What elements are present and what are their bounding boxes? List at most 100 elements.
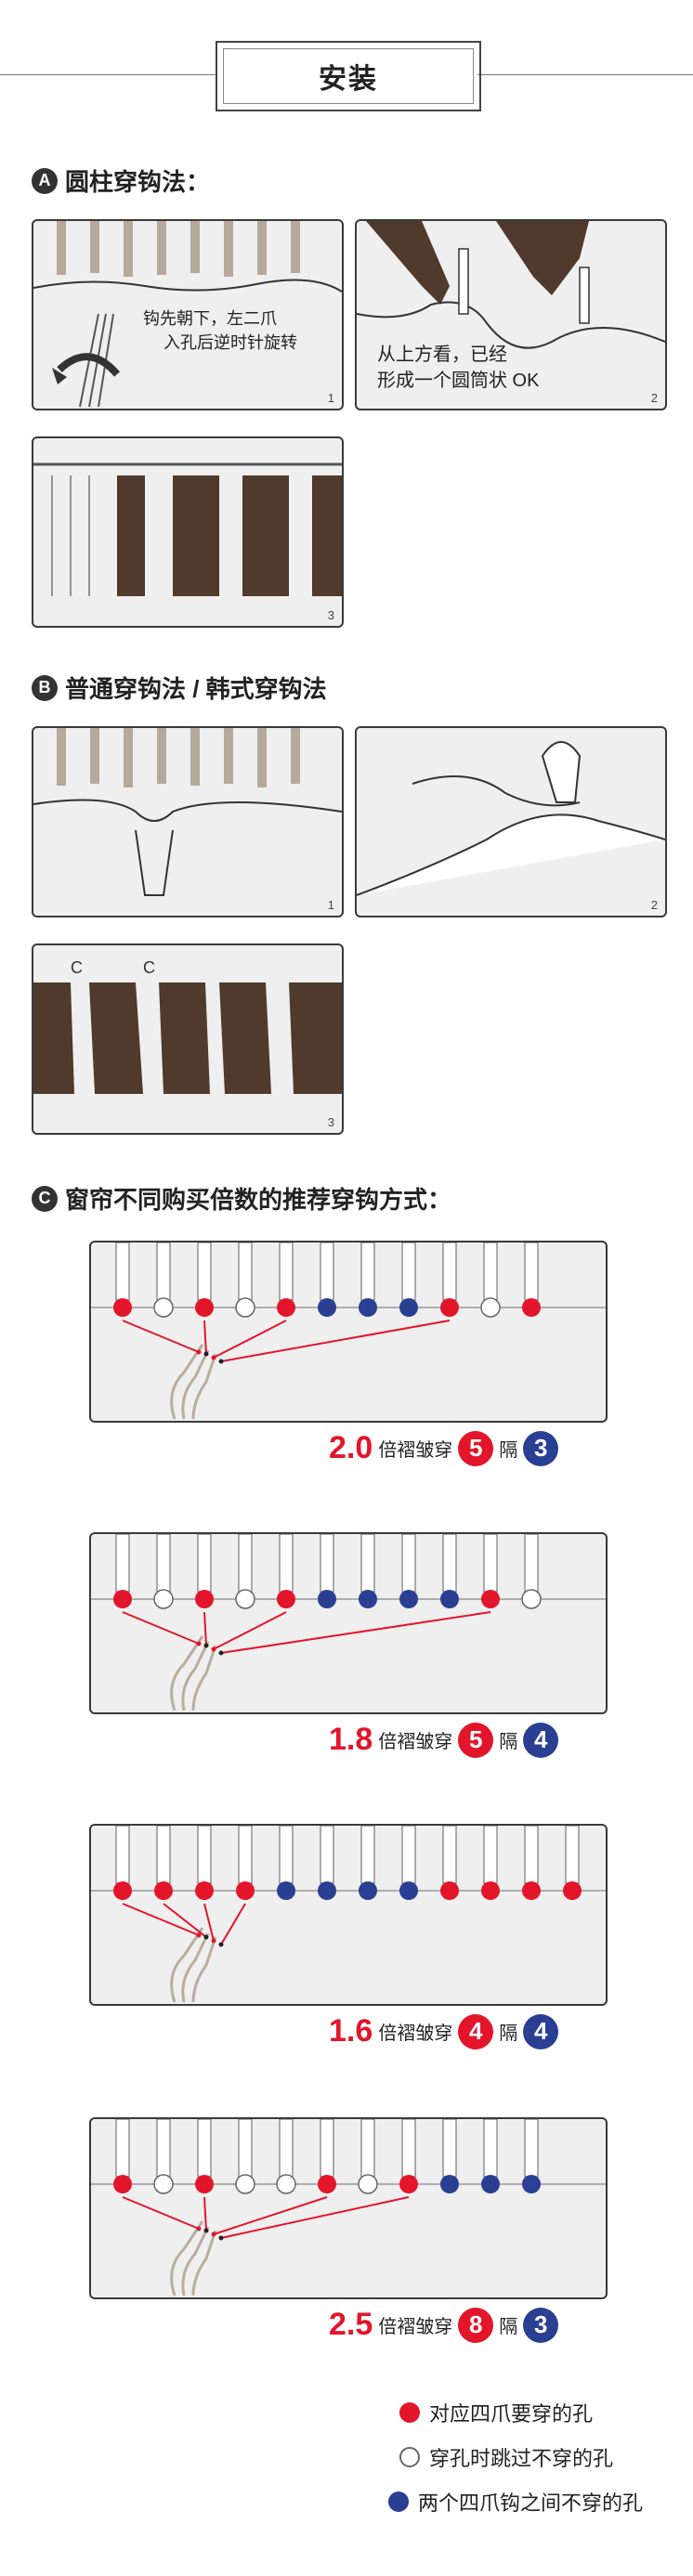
hook-diagram-svg bbox=[91, 1242, 606, 1420]
hooked-curtain-illustration bbox=[33, 462, 342, 596]
blue-hole-dot bbox=[440, 1590, 459, 1608]
red-hole-dot bbox=[318, 2175, 336, 2193]
red-hole-dot bbox=[522, 1298, 541, 1317]
hook-diagram bbox=[89, 2117, 608, 2299]
a1-note-line1: 钩先朝下，左二爪 bbox=[143, 309, 277, 328]
red-hole-dot bbox=[481, 1881, 500, 1900]
legend-item: 两个四爪钩之间不穿的孔 bbox=[388, 2487, 643, 2517]
blue-hole-dot bbox=[359, 1590, 377, 1608]
red-hole-dot bbox=[113, 1590, 132, 1608]
claw-arrow bbox=[122, 2196, 200, 2230]
panel-number: 3 bbox=[327, 1115, 334, 1129]
four-claw-hook bbox=[170, 1927, 217, 2003]
blue-hole-dot bbox=[318, 1881, 336, 1900]
four-claw-hook bbox=[170, 1635, 217, 1711]
ratio-label: 倍褶皱穿 bbox=[378, 2023, 453, 2044]
a-panel-2: 从上方看，已经 形成一个圆筒状 OK 2 bbox=[355, 219, 667, 410]
red-dot-icon bbox=[399, 2402, 420, 2423]
cylinder-hook-illustration bbox=[33, 221, 342, 408]
blue-hole-dot bbox=[359, 1881, 377, 1900]
blue-hole-dot bbox=[318, 1590, 336, 1608]
claw-arrow bbox=[203, 1611, 207, 1646]
panel-number: 2 bbox=[650, 391, 658, 405]
blue-hole-dot bbox=[522, 2175, 541, 2193]
claw-arrow bbox=[220, 2196, 410, 2239]
red-hole-dot bbox=[236, 1881, 255, 1900]
title-rule-right bbox=[477, 74, 693, 75]
claw-arrow bbox=[220, 1611, 491, 1654]
a-panel-1: 钩先朝下，左二爪 入孔后逆时针旋转 1 bbox=[32, 219, 344, 410]
b-panel-3: C C 3 bbox=[32, 943, 344, 1135]
red-hole-dot bbox=[563, 1881, 582, 1900]
white-hole-dot bbox=[235, 1297, 255, 1318]
white-hole-dot bbox=[480, 1297, 501, 1318]
white-dot-icon bbox=[399, 2447, 420, 2467]
red-hole-dot bbox=[113, 2175, 132, 2193]
claw-arrow bbox=[213, 1611, 287, 1650]
hook-diagram-svg bbox=[91, 1825, 606, 2003]
top-view-illustration bbox=[357, 221, 665, 349]
red-hole-dot bbox=[440, 1298, 459, 1317]
panel-number: 2 bbox=[650, 898, 658, 912]
section-a-heading: A 圆柱穿钩法： bbox=[32, 163, 210, 198]
hook-diagram bbox=[89, 1824, 608, 2006]
hook-count-badge: 4 bbox=[458, 2013, 494, 2049]
gap-label: 隔 bbox=[499, 1440, 518, 1461]
a2-note: 从上方看，已经 形成一个圆筒状 OK bbox=[377, 342, 539, 394]
legend-item: 对应四爪要穿的孔 bbox=[399, 2398, 643, 2427]
legend-item: 穿孔时跳过不穿的孔 bbox=[399, 2442, 643, 2472]
red-hole-dot bbox=[113, 1881, 132, 1900]
red-hole-dot bbox=[195, 1590, 214, 1608]
red-hole-dot bbox=[277, 1298, 295, 1317]
a2-note-line1: 从上方看，已经 bbox=[377, 345, 507, 365]
page-title: 安装 bbox=[223, 48, 474, 104]
blue-hole-dot bbox=[277, 1881, 295, 1900]
section-a-title: 圆柱穿钩法： bbox=[65, 168, 211, 196]
blue-hole-dot bbox=[399, 1881, 418, 1900]
normal-hook-illustration bbox=[33, 728, 342, 896]
svg-text:C: C bbox=[143, 958, 155, 977]
red-hole-dot bbox=[195, 1298, 214, 1317]
ratio-label: 倍褶皱穿 bbox=[378, 2317, 453, 2337]
white-hole-dot bbox=[521, 1589, 542, 1609]
section-a-badge: A bbox=[32, 167, 58, 194]
gap-label: 隔 bbox=[499, 2023, 518, 2044]
hook-diagram bbox=[89, 1241, 608, 1423]
svg-text:C: C bbox=[71, 958, 83, 977]
red-hole-dot bbox=[195, 1881, 214, 1900]
ratio-value: 1.6 bbox=[329, 2013, 373, 2049]
page-title-box: 安装 bbox=[216, 41, 481, 111]
section-c-title: 窗帘不同购买倍数的推荐穿钩方式： bbox=[65, 1186, 452, 1214]
gap-count-badge: 4 bbox=[523, 1722, 559, 1758]
legend-label: 对应四爪要穿的孔 bbox=[429, 2402, 594, 2426]
blue-hole-dot bbox=[318, 1298, 336, 1317]
red-hole-dot bbox=[522, 1881, 541, 1900]
a-panel-3: 3 bbox=[32, 436, 344, 628]
four-claw-hook bbox=[170, 2220, 217, 2296]
claw-arrow bbox=[203, 1903, 215, 1942]
ratio-label: 倍褶皱穿 bbox=[378, 1440, 453, 1461]
claw-arrow bbox=[220, 1320, 451, 1362]
white-hole-dot bbox=[153, 2174, 174, 2194]
b-panel-1: 1 bbox=[32, 726, 344, 917]
blue-hole-dot bbox=[399, 1298, 418, 1317]
red-hole-dot bbox=[154, 1881, 173, 1900]
legend: 对应四爪要穿的孔 穿孔时跳过不穿的孔 两个四爪钩之间不穿的孔 bbox=[388, 2398, 643, 2517]
panel-number: 1 bbox=[327, 898, 334, 912]
white-hole-dot bbox=[358, 2174, 378, 2194]
title-rule-left bbox=[0, 74, 216, 75]
claw-arrow bbox=[203, 1320, 207, 1355]
gap-label: 隔 bbox=[499, 2317, 518, 2337]
blue-hole-dot bbox=[481, 2175, 500, 2193]
red-hole-dot bbox=[195, 2175, 214, 2193]
white-hole-dot bbox=[235, 2174, 255, 2194]
ratio-value: 2.0 bbox=[329, 1430, 373, 1465]
red-hole-dot bbox=[440, 1881, 459, 1900]
four-claw-hook bbox=[170, 1344, 217, 1420]
ratio-value: 1.8 bbox=[329, 1722, 373, 1757]
ratio-value: 2.5 bbox=[329, 2307, 373, 2342]
white-hole-dot bbox=[153, 1589, 174, 1609]
legend-label: 穿孔时跳过不穿的孔 bbox=[429, 2447, 614, 2470]
